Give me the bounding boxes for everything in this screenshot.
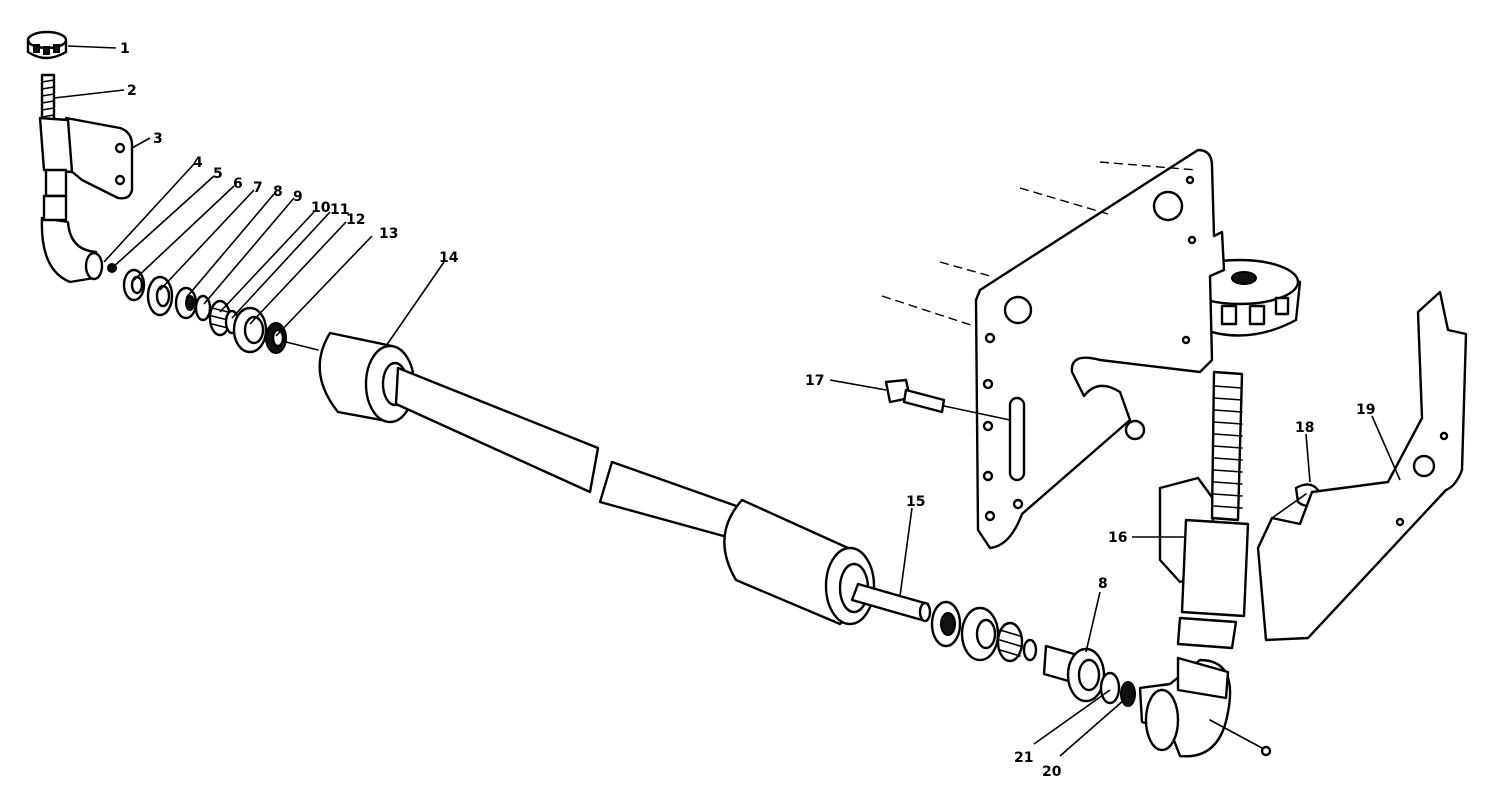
callout-4: 4 [193,155,203,171]
part-2-threaded-stud [40,73,56,127]
part-8-bearing-left [174,286,198,320]
part-16-adjuster-block [1158,476,1250,650]
callout-9: 9 [293,189,303,205]
callout-15: 15 [906,494,925,510]
callout-7: 7 [253,180,263,196]
part-3-bracket [38,116,134,200]
callout-3: 3 [153,131,163,147]
plate-reference-lines [881,161,1197,327]
callout-8-right: 8 [1098,576,1108,592]
side-plate [974,148,1226,550]
part-4-swivel-elbow [40,168,104,284]
callout-14: 14 [439,250,459,266]
right-threaded-stud [1210,370,1244,522]
part-19-guard-bracket [1256,290,1468,642]
callout-10: 10 [311,200,331,216]
part-8-bearing-right [1066,647,1106,703]
callout-17: 17 [805,373,824,389]
part-20-spring [1120,681,1136,707]
right-swivel-elbow [1138,656,1232,758]
callout-2: 2 [127,83,137,99]
callout-20: 20 [1042,764,1062,780]
part-15-shaft-end [850,582,932,623]
part-1-knob [26,30,68,60]
callout-13: 13 [379,226,398,242]
part-17-bolt [884,378,1011,421]
part-13-seal-ring [265,322,287,354]
callout-numbers: 1 2 3 4 5 6 7 8 9 10 11 12 13 14 15 16 1… [120,41,1375,780]
callout-11: 11 [330,202,349,218]
callout-16: 16 [1108,530,1127,546]
callout-21: 21 [1014,750,1033,766]
callout-12: 12 [346,212,365,228]
part-14-roller [285,331,876,626]
callout-8: 8 [273,184,283,200]
callout-18: 18 [1295,420,1314,436]
right-bearing-stack [930,600,1076,684]
callout-19: 19 [1356,402,1375,418]
leader-lines [53,45,1401,757]
part-12-cup [232,306,268,354]
part-7-seal [146,275,174,317]
part-21-washer [1099,671,1121,705]
callout-5: 5 [213,166,223,182]
callout-6: 6 [233,176,243,192]
callout-1: 1 [120,41,130,57]
tiny-screw [1209,719,1272,757]
part-6-washer [122,268,146,302]
